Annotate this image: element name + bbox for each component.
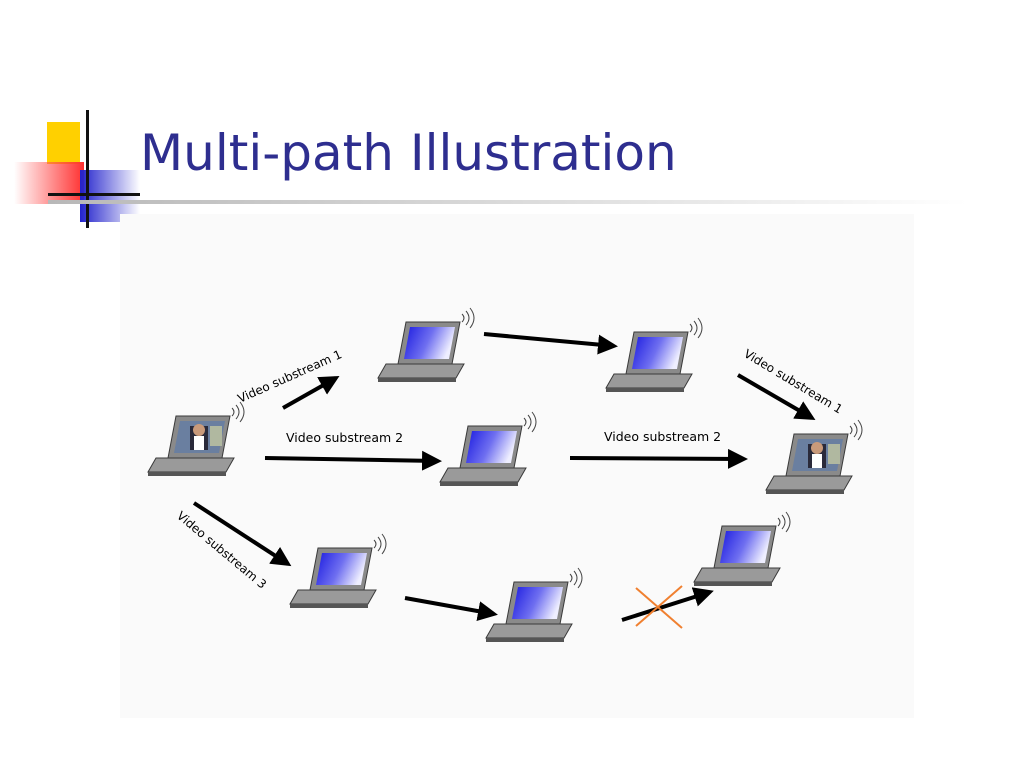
label-substream-1-left: Video substream 1	[236, 347, 344, 406]
arrow-bottom1-to-bottom2	[404, 596, 498, 622]
relay-bottom-1-laptop-icon	[290, 534, 386, 608]
destination-laptop-icon	[766, 420, 862, 494]
slide-title: Multi-path Illustration	[140, 124, 677, 182]
arrow-top2-to-destination	[736, 373, 816, 421]
relay-bottom-3-laptop-icon	[694, 512, 790, 586]
title-divider	[48, 200, 968, 204]
relay-top-1-laptop-icon	[378, 308, 474, 382]
arrow-source-to-mid	[264, 450, 442, 471]
relay-bottom-2-laptop-icon	[486, 568, 582, 642]
relay-top-2-laptop-icon	[606, 318, 702, 392]
broken-link-cross-icon	[635, 585, 683, 629]
arrow-bottom2-to-bottom3	[621, 587, 714, 622]
source-laptop-icon	[148, 402, 244, 476]
relay-mid-laptop-icon	[440, 412, 536, 486]
arrow-mid-to-destination	[569, 448, 748, 469]
arrow-top1-to-top2	[483, 332, 618, 355]
arrow-source-to-bottom1	[192, 501, 292, 567]
label-substream-2-right: Video substream 2	[604, 429, 721, 444]
label-substream-2-left: Video substream 2	[286, 430, 403, 445]
corner-decoration	[0, 100, 140, 230]
arrow-source-to-top1	[282, 376, 340, 410]
